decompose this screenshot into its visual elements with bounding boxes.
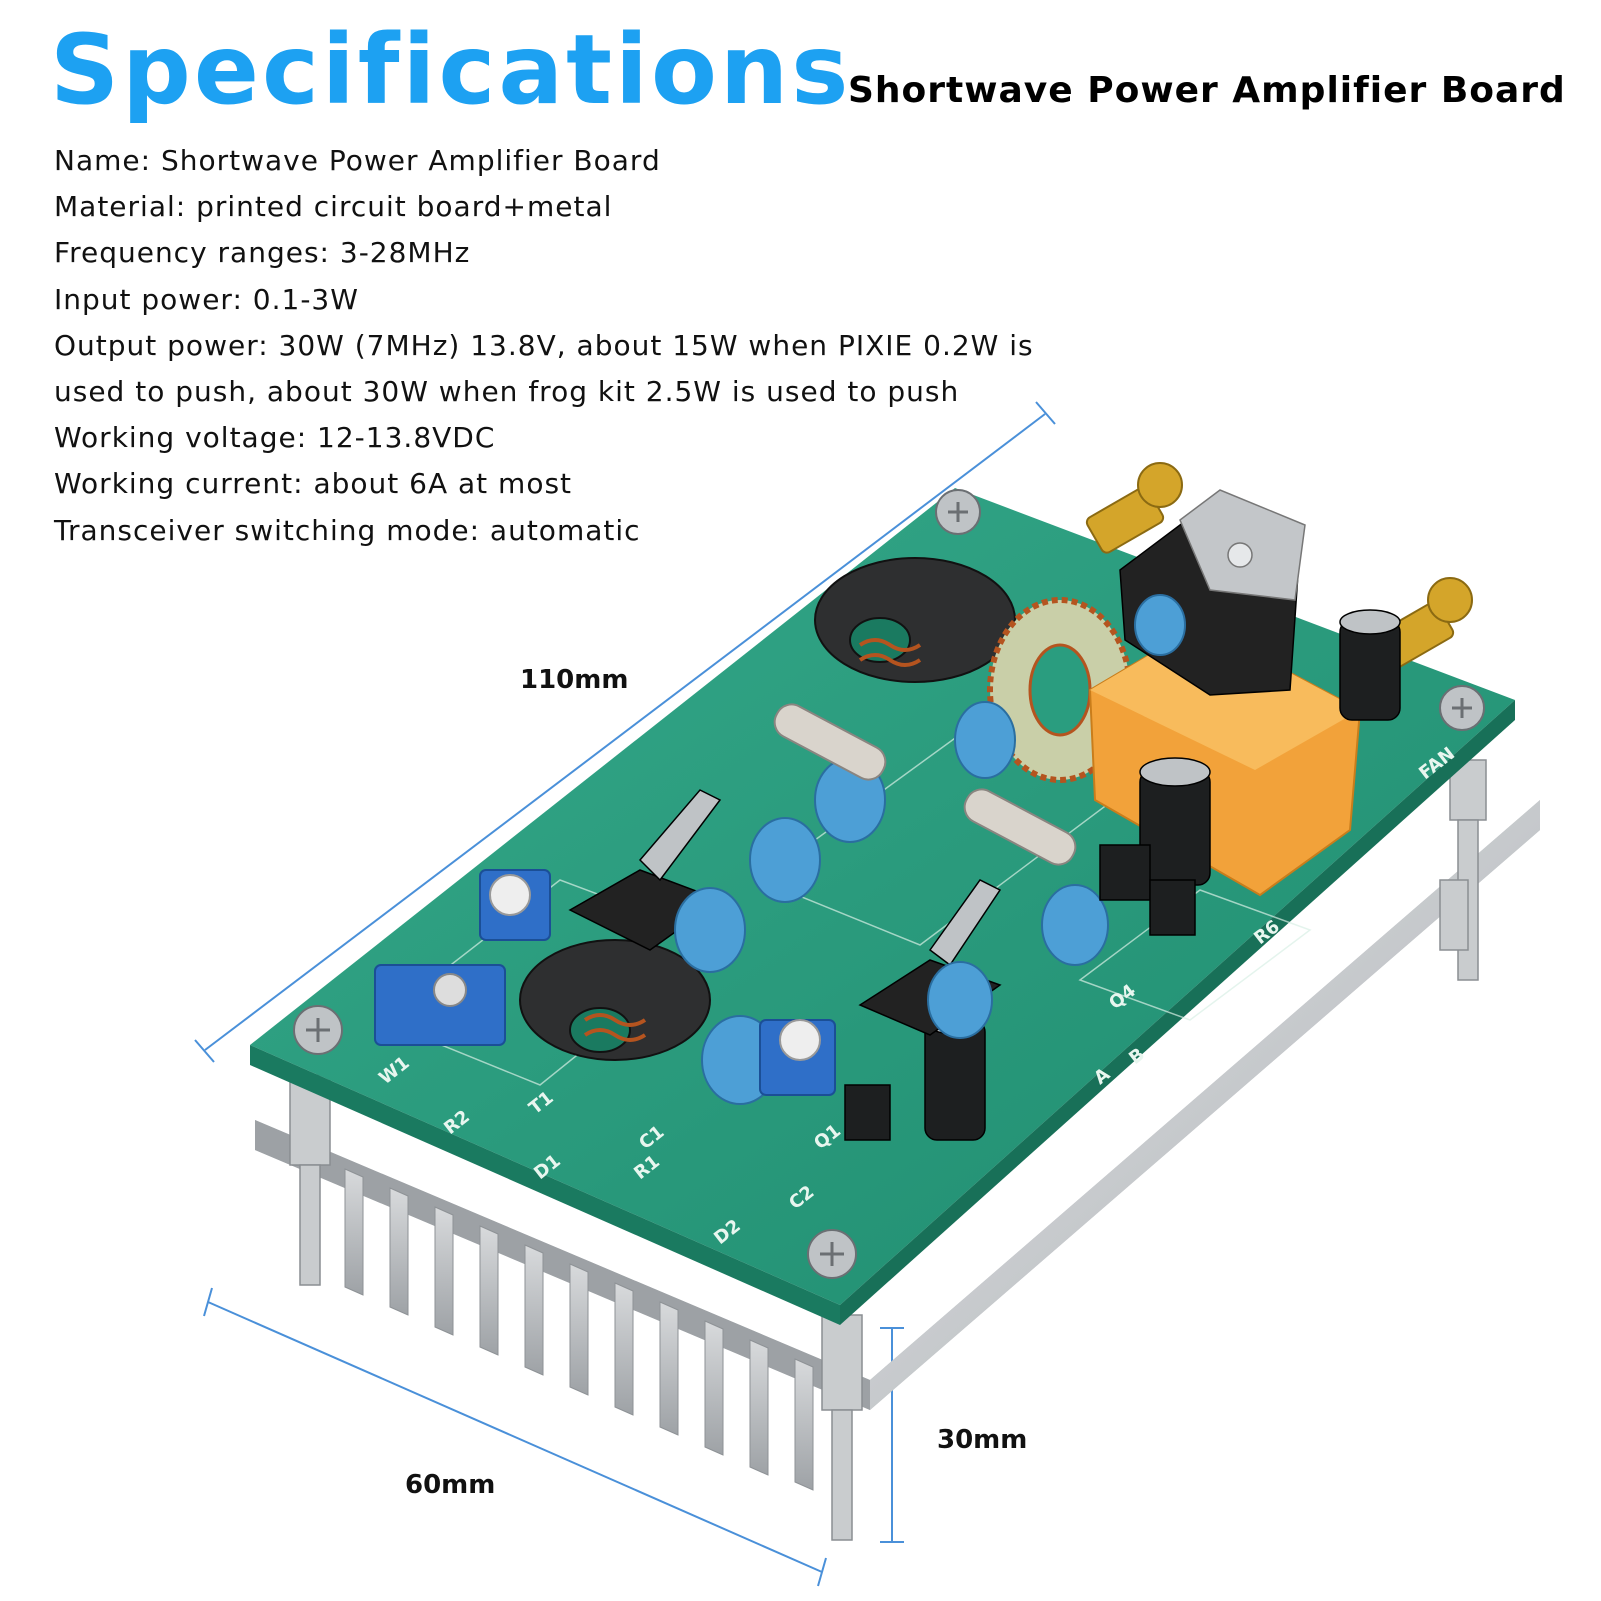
resistors — [773, 703, 1077, 866]
dimension-line-length — [194, 401, 1056, 1063]
standoffs — [289, 759, 1487, 1541]
dimension-label-height: 30mm — [937, 1425, 1028, 1455]
dimension-label-width: 60mm — [405, 1470, 496, 1500]
spec-list: Name: Shortwave Power Amplifier Board Ma… — [54, 138, 1064, 554]
page-title: Specifications — [50, 14, 852, 126]
spec-input-power: Input power: 0.1-3W — [54, 282, 359, 316]
product-subtitle: Shortwave Power Amplifier Board — [848, 70, 1566, 111]
spec-output-power: Output power: 30W (7MHz) 13.8V, about 15… — [54, 328, 1034, 362]
ceramic-capacitors — [674, 594, 1186, 1105]
pcb-board — [250, 462, 1515, 1325]
spec-material: Material: printed circuit board+metal — [54, 190, 613, 224]
transistors — [844, 844, 1196, 1141]
spec-name: Name: Shortwave Power Amplifier Board — [54, 144, 661, 177]
spec-current: Working current: about 6A at most — [54, 467, 573, 501]
dimension-line-width — [203, 1287, 827, 1587]
trimmer-pots — [374, 869, 836, 1096]
spec-frequency: Frequency ranges: 3-28MHz — [54, 236, 471, 270]
spec-output-power-cont: used to push, about 30W when frog kit 2.… — [54, 375, 960, 409]
spec-switching: Transceiver switching mode: automatic — [54, 513, 641, 547]
dimension-label-length: 110mm — [520, 665, 629, 695]
spec-voltage: Working voltage: 12-13.8VDC — [54, 421, 496, 455]
heatsink — [255, 759, 1540, 1541]
transformer-t1 — [519, 939, 711, 1061]
